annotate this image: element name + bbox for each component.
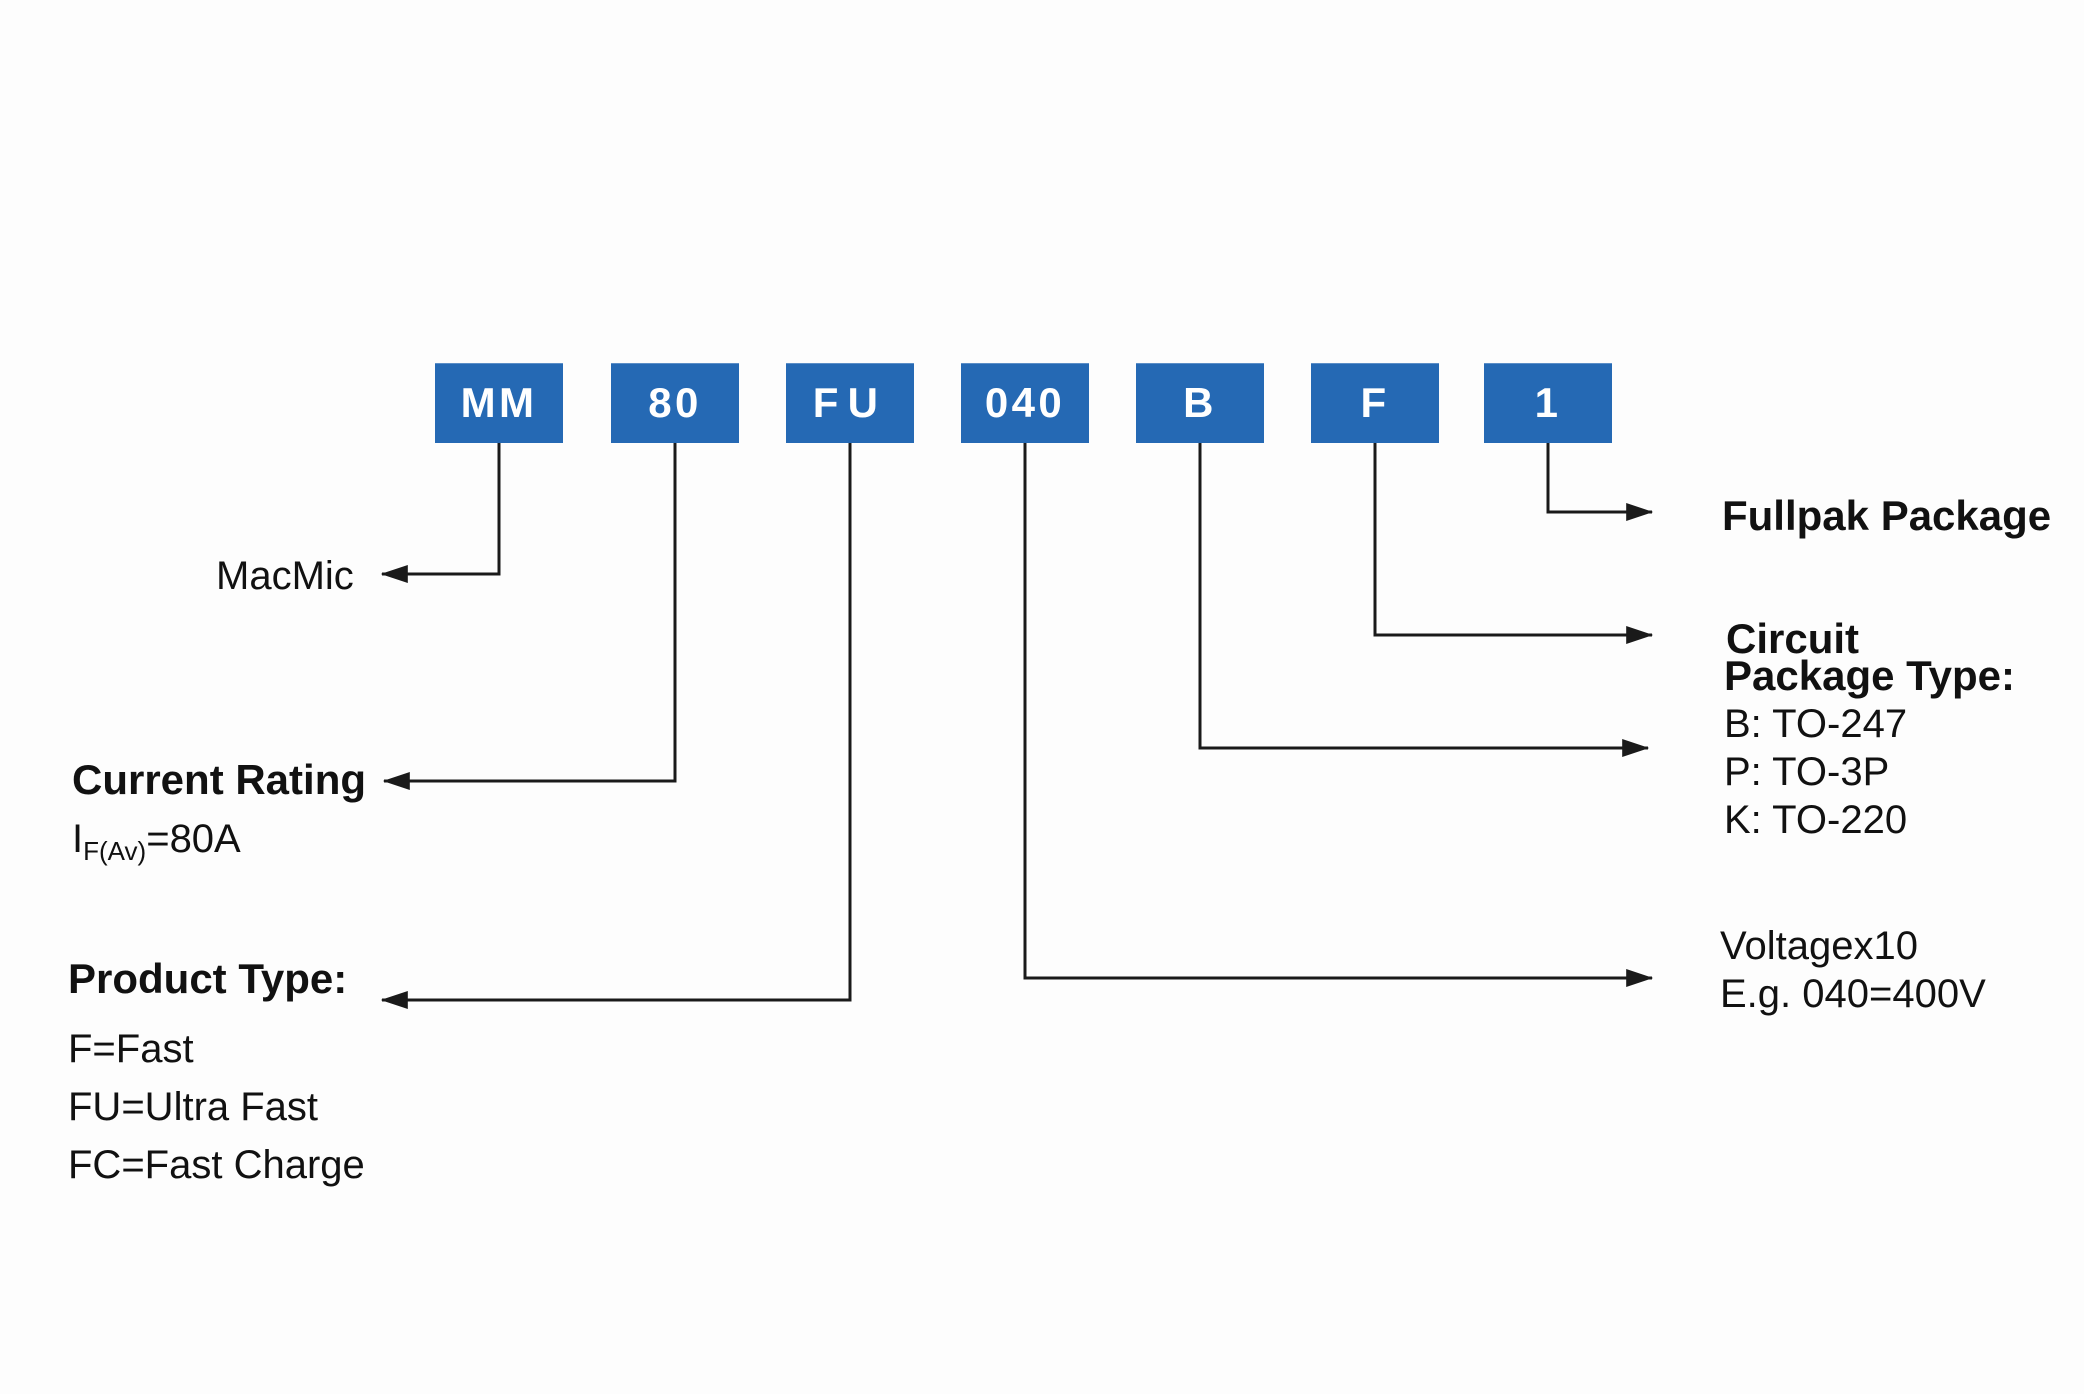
connector-80-to-current-rating [382,443,677,790]
label-product-type-f: F=Fast [68,1027,194,1071]
code-box-mm-label: MM [460,379,538,426]
code-box-b: B [1136,363,1264,443]
label-voltage-formula: Voltagex10 [1720,924,1918,968]
label-package-type-title: Package Type: [1724,652,2016,699]
label-product-type-fc: FC=Fast Charge [68,1143,365,1187]
connector-fu-to-product-type [380,443,852,1009]
code-box-80-label: 80 [648,379,702,426]
code-box-80: 80 [611,363,739,443]
connector-f-to-circuit [1373,443,1654,644]
label-package-type-p: P: TO-3P [1724,750,1890,794]
connector-1-to-fullpak [1546,443,1654,521]
code-box-1-label: 1 [1534,379,1562,426]
label-current-rating-detail: IF(Av)=80A [72,816,241,867]
connector-mm-to-macmic [380,443,501,583]
label-product-type-title: Product Type: [68,955,348,1002]
code-box-mm: MM [435,363,563,443]
code-box-1: 1 [1484,363,1612,443]
current-symbol: I [72,817,84,861]
code-box-b-label: B [1183,379,1217,426]
label-package-type-block: Package Type: B: TO-247 P: TO-3P K: TO-2… [1724,652,2015,844]
code-box-fu: FU [786,363,914,443]
code-box-040: 040 [961,363,1089,443]
label-product-type-block: Product Type: F=Fast FU=Ultra Fast FC=Fa… [68,950,365,1194]
connector-040-to-voltage [1023,443,1654,987]
label-voltage-example: E.g. 040=400V [1720,972,1986,1016]
current-value: =80A [146,817,241,861]
label-package-type-k: K: TO-220 [1724,798,1908,842]
code-box-f-label: F [1360,379,1390,426]
code-box-fu-label: FU [812,379,888,426]
label-fullpak-package: Fullpak Package [1722,492,2052,539]
label-package-type-b: B: TO-247 [1724,702,1908,746]
label-product-type-fu: FU=Ultra Fast [68,1085,319,1129]
label-circuit: Circuit [1726,615,1860,662]
code-box-040-label: 040 [984,379,1066,426]
code-box-f: F [1311,363,1439,443]
connector-b-to-package-type [1198,443,1650,757]
label-macmic: MacMic [216,554,354,598]
label-voltage-block: Voltagex10 E.g. 040=400V [1720,922,1986,1018]
label-current-rating-title: Current Rating [72,756,366,803]
current-symbol-subscript: F(Av) [83,836,147,866]
